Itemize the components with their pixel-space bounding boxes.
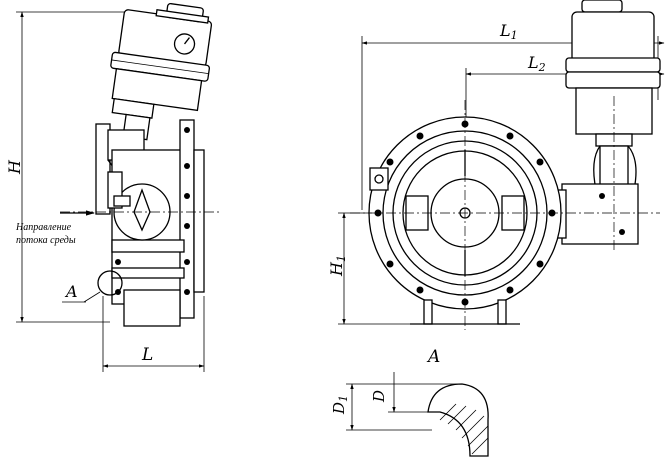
detail-a-title: A (426, 347, 440, 367)
flange-plate (193, 149, 205, 293)
detail-a-callout (97, 270, 123, 296)
h1-label: H1 (327, 255, 348, 277)
actuator-front (565, 0, 661, 201)
seal-hatching (439, 403, 489, 455)
d1-label: D1 (330, 395, 350, 415)
actuator (110, 2, 213, 141)
flow-label-line1: Направление (15, 222, 72, 233)
l1-label: L1 (499, 21, 518, 42)
gearbox (561, 183, 639, 245)
lower-pipe (123, 289, 181, 327)
h-label: H (5, 159, 24, 175)
flow-label-line2: потока среды (16, 235, 76, 246)
stand-leg-left (423, 299, 433, 325)
detail-a: A D1 D (330, 347, 489, 457)
front-view: L1 L2 (327, 0, 665, 330)
seal-profile (427, 383, 489, 457)
stand-leg-right (497, 299, 507, 325)
side-bracket (95, 123, 111, 215)
d-label: D (370, 390, 388, 403)
l2-label: L2 (527, 53, 546, 74)
flange-right (179, 119, 195, 319)
side-view: H (5, 2, 220, 372)
lifting-lug (369, 167, 389, 191)
detail-a-label: A (64, 282, 78, 301)
l-label: L (141, 345, 153, 365)
